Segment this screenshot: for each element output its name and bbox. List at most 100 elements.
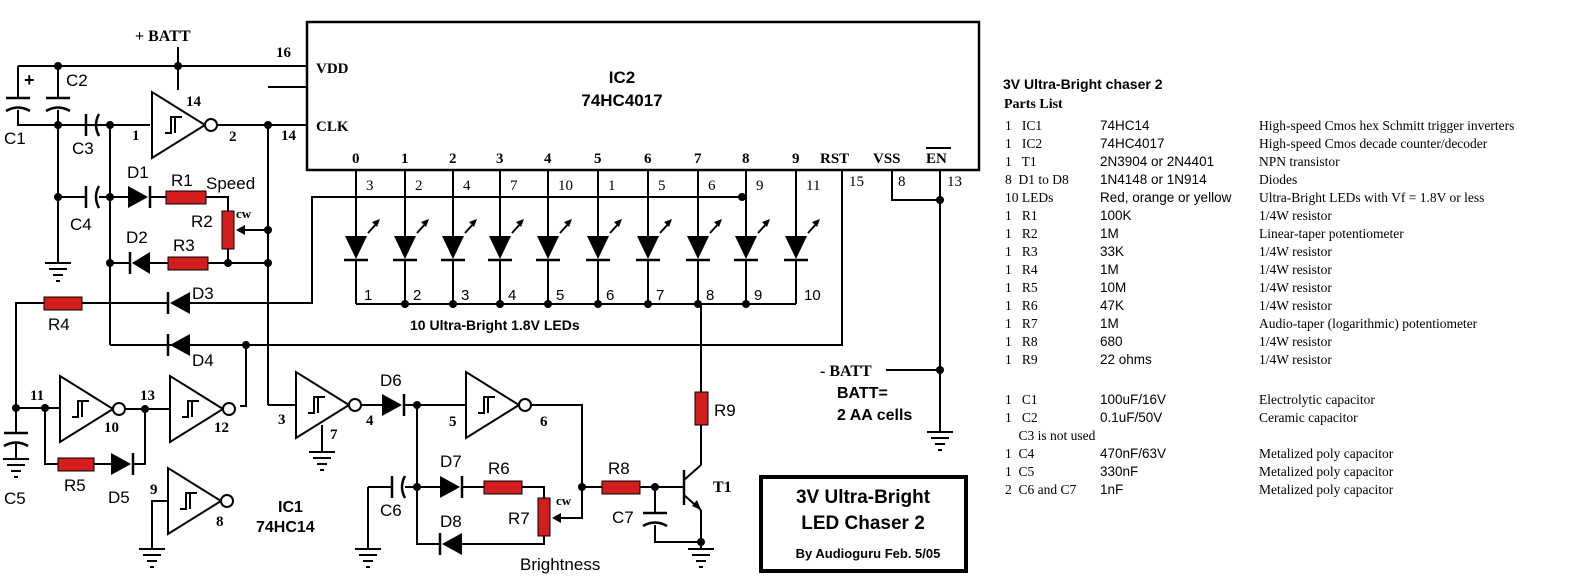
c5-label: C5 bbox=[4, 489, 26, 508]
parts-desc: Metalized poly capacitor bbox=[1259, 464, 1394, 479]
parts-row: C3 is not used bbox=[1003, 428, 1578, 446]
parts-value: 100K bbox=[1100, 208, 1132, 223]
ground-symbol bbox=[688, 548, 714, 568]
led: 8 bbox=[686, 170, 722, 308]
ground-symbol bbox=[45, 262, 71, 282]
led-number: 8 bbox=[706, 287, 714, 304]
inv-d-pin-in: 9 bbox=[150, 482, 158, 498]
ic2-pin8: 8 bbox=[898, 174, 906, 190]
parts-qty-ref: 10 LEDs bbox=[1005, 190, 1054, 205]
junction bbox=[264, 226, 272, 234]
led-number: 5 bbox=[556, 287, 564, 304]
r6-to-r7 bbox=[522, 486, 545, 498]
gnd-bus-top bbox=[17, 110, 108, 126]
r3-resistor bbox=[167, 256, 209, 271]
parts-desc: Ceramic capacitor bbox=[1259, 410, 1358, 425]
parts-qty-ref: 1 C4 bbox=[1005, 446, 1035, 461]
inverter-f bbox=[465, 370, 532, 440]
d8-diode bbox=[438, 533, 462, 555]
inverter-c bbox=[169, 374, 236, 444]
d1-diode bbox=[128, 186, 152, 208]
parts-value: 47K bbox=[1100, 298, 1125, 313]
parts-desc: Linear-taper potentiometer bbox=[1259, 226, 1404, 241]
inv-a-pin-in: 1 bbox=[132, 128, 140, 144]
d7-diode bbox=[440, 476, 464, 498]
junction bbox=[936, 196, 944, 204]
r2-cw: cw bbox=[236, 206, 252, 221]
junction bbox=[738, 193, 746, 201]
parts-qty-ref: 1 IC1 bbox=[1005, 118, 1043, 133]
parts-desc: Electrolytic capacitor bbox=[1259, 392, 1375, 407]
inv-d-pin-out: 8 bbox=[216, 514, 224, 530]
led-number: 6 bbox=[606, 287, 614, 304]
ic2-pin16: 16 bbox=[276, 45, 292, 61]
r7-wiper bbox=[554, 487, 583, 519]
c1-plus: + bbox=[24, 70, 35, 90]
parts-value: 100uF/16V bbox=[1100, 392, 1167, 407]
d3-diode bbox=[166, 292, 190, 314]
d5-label: D5 bbox=[108, 488, 130, 507]
ic2-output-label: 0 bbox=[352, 151, 360, 167]
parts-row bbox=[1003, 370, 1578, 388]
parts-value: 22 ohms bbox=[1100, 352, 1152, 367]
ic2-clk-label: CLK bbox=[316, 119, 349, 135]
inv-a-pin-out: 2 bbox=[229, 129, 237, 145]
c6-label: C6 bbox=[380, 501, 402, 520]
ic2-pin14: 14 bbox=[281, 128, 297, 144]
d2-diode bbox=[128, 252, 150, 274]
led: 5 bbox=[536, 170, 572, 308]
inv-e-pin-out: 4 bbox=[366, 413, 374, 429]
ic2-output-label: 5 bbox=[594, 151, 602, 167]
parts-value: 680 bbox=[1100, 334, 1123, 349]
led-caption: 10 Ultra-Bright 1.8V LEDs bbox=[410, 317, 580, 333]
ic2-output-label: 6 bbox=[644, 151, 652, 167]
led-number: 2 bbox=[413, 287, 421, 304]
t1-label: T1 bbox=[713, 479, 732, 496]
d5-right bbox=[133, 409, 146, 465]
ic2-box bbox=[305, 20, 981, 172]
ic2-en-label: EN bbox=[926, 151, 947, 167]
led-number: 1 bbox=[364, 287, 372, 304]
ic2-output-label: 7 bbox=[694, 151, 702, 167]
parts-value: 1M bbox=[1100, 226, 1119, 241]
ic2-rst-label: RST bbox=[820, 151, 849, 167]
r7-bottom bbox=[462, 536, 545, 545]
parts-value: 1M bbox=[1100, 316, 1119, 331]
parts-desc: 1/4W resistor bbox=[1259, 352, 1332, 367]
parts-value: 330nF bbox=[1100, 464, 1139, 479]
out9-feedback bbox=[190, 196, 742, 304]
d5-diode bbox=[111, 453, 135, 475]
led-number: 3 bbox=[461, 287, 469, 304]
ic2-part: 74HC4017 bbox=[581, 91, 662, 110]
ic2-output-pin: 2 bbox=[415, 178, 423, 194]
batt-note-2: 2 AA cells bbox=[837, 407, 912, 424]
parts-qty-ref: 1 R9 bbox=[1005, 352, 1038, 367]
r4-label: R4 bbox=[48, 315, 70, 334]
r5-left bbox=[44, 408, 58, 465]
inv-c-pin-in: 13 bbox=[140, 388, 155, 404]
parts-qty-ref: C3 is not used bbox=[1005, 428, 1096, 443]
d3-label: D3 bbox=[192, 284, 214, 303]
parts-value: 1nF bbox=[1100, 482, 1124, 497]
ic2-name: IC2 bbox=[609, 68, 635, 87]
r8-label: R8 bbox=[608, 459, 630, 478]
parts-qty-ref: 1 R5 bbox=[1005, 280, 1038, 295]
d7-label: D7 bbox=[440, 452, 462, 471]
ic2-output-label: 1 bbox=[401, 151, 409, 167]
pos-batt-label: + BATT bbox=[135, 28, 191, 45]
c2-capacitor bbox=[45, 96, 71, 113]
ic1-part: 74HC14 bbox=[256, 519, 315, 536]
parts-desc: Audio-taper (logarithmic) potentiometer bbox=[1259, 316, 1478, 331]
ic2-output-pin: 5 bbox=[658, 178, 666, 194]
